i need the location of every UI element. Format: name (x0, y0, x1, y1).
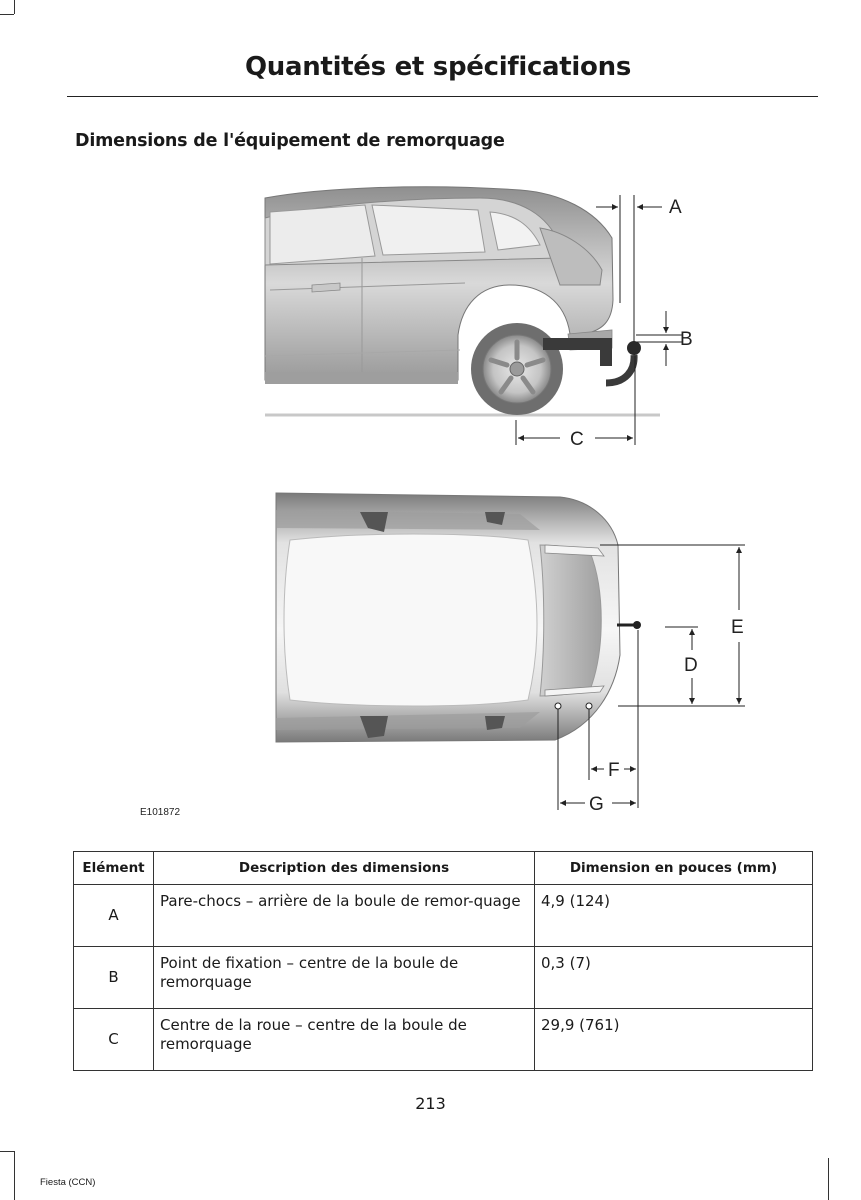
page-number: 213 (415, 1094, 446, 1113)
car-side-view (264, 186, 660, 417)
crop-mark-top-left-h (0, 14, 14, 15)
crop-mark-bottom-left-h (0, 1151, 14, 1152)
header-element: Elément (73, 851, 154, 885)
side-dimension-arrowheads (518, 204, 669, 441)
title-divider (67, 96, 818, 97)
cell-element: B (73, 946, 154, 1009)
label-f: F (608, 760, 620, 781)
header-dimension: Dimension en pouces (mm) (534, 851, 813, 885)
top-dimension-arrowheads (560, 547, 742, 806)
label-c: C (570, 429, 584, 450)
cell-element: A (73, 884, 154, 947)
cell-dimension: 4,9 (124) (534, 884, 813, 947)
crop-mark-bottom-right-v (828, 1158, 829, 1200)
footer-model: Fiesta (CCN) (40, 1177, 96, 1188)
table-row: B Point de fixation – centre de la boule… (73, 946, 813, 1009)
crop-mark-top-left-v (14, 0, 15, 14)
cell-description: Point de fixation – centre de la boule d… (153, 946, 535, 1009)
label-e: E (731, 617, 744, 638)
cell-dimension: 29,9 (761) (534, 1008, 813, 1071)
table-row: A Pare-chocs – arrière de la boule de re… (73, 884, 813, 947)
towing-dimensions-illustration: A B C E D F G E101872 (140, 186, 745, 818)
figure-code: E101872 (140, 807, 180, 818)
table-row: C Centre de la roue – centre de la boule… (73, 1008, 813, 1071)
cell-description: Centre de la roue – centre de la boule d… (153, 1008, 535, 1071)
cell-element: C (73, 1008, 154, 1071)
label-d: D (684, 655, 698, 676)
label-a: A (669, 197, 682, 218)
cell-dimension: 0,3 (7) (534, 946, 813, 1009)
crop-mark-bottom-left-v (14, 1151, 15, 1200)
car-top-view (275, 492, 641, 743)
towing-dimensions-table: Elément Description des dimensions Dimen… (73, 851, 813, 1071)
cell-description: Pare-chocs – arrière de la boule de remo… (153, 884, 535, 947)
label-b: B (680, 329, 693, 350)
label-g: G (589, 794, 604, 815)
header-description: Description des dimensions (153, 851, 535, 885)
section-heading: Dimensions de l'équipement de remorquage (75, 131, 505, 151)
table-header-row: Elément Description des dimensions Dimen… (73, 851, 813, 885)
page-title: Quantités et spécifications (244, 52, 631, 82)
